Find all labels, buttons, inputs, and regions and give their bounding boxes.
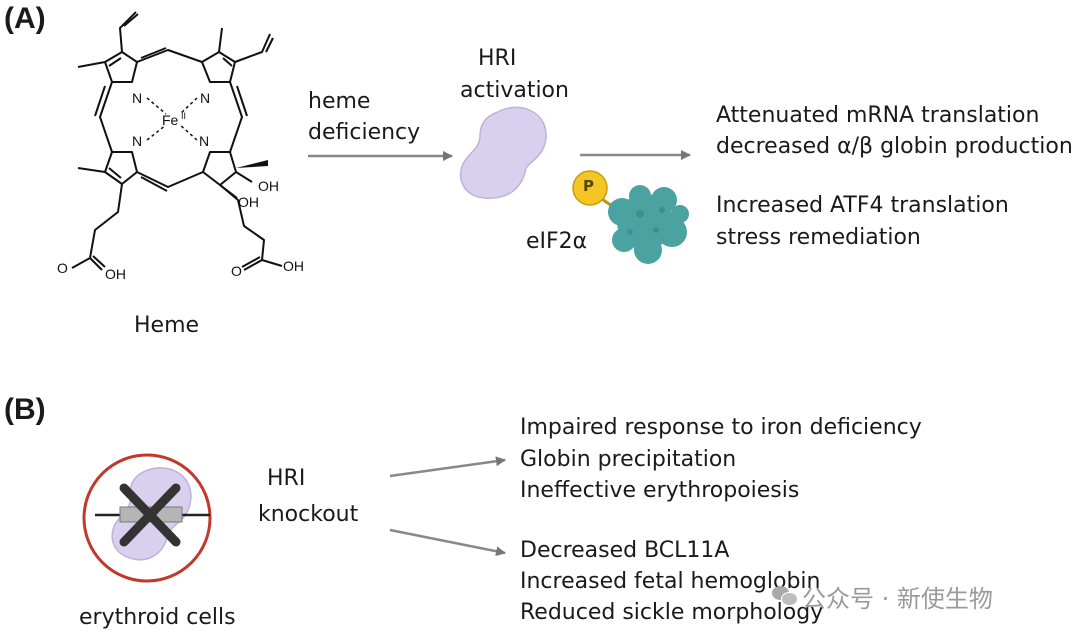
outcome-b1-line-3: Ineffective erythropoiesis — [520, 478, 800, 503]
hri-enzyme-icon — [459, 106, 547, 199]
atom-o: O — [57, 260, 68, 276]
trigger-line-2: deficiency — [308, 120, 421, 145]
outcome-a2-line-2: stress remediation — [716, 225, 921, 250]
outcome-b2-line-1: Decreased BCL11A — [520, 538, 730, 563]
eif2a-label: eIF2α — [526, 229, 588, 254]
atom-fe-oxidation: II — [181, 111, 186, 121]
arrow-knockout-to-outcome-2 — [389, 528, 506, 557]
panel-b-label: (B) — [4, 393, 46, 426]
atom-n: N — [200, 90, 210, 106]
outcome-b1-line-2: Globin precipitation — [520, 447, 737, 472]
outcome-a1-line-1: Attenuated mRNA translation — [716, 103, 1040, 128]
trigger-line-1: heme — [308, 89, 371, 114]
atom-oh: OH — [258, 178, 279, 194]
atom-oh: OH — [238, 194, 259, 210]
heme-label: Heme — [134, 313, 200, 338]
atom-n: N — [199, 133, 209, 149]
perturbation-line-2: knockout — [258, 502, 359, 527]
atom-oh: OH — [105, 266, 126, 282]
panel-a-label: (A) — [4, 2, 46, 35]
atom-n: N — [132, 90, 142, 106]
outcome-a1-line-2: decreased α/β globin production — [716, 134, 1073, 159]
outcome-a2-line-1: Increased ATF4 translation — [716, 193, 1009, 218]
eif2a-texture — [627, 207, 665, 235]
atom-fe: Fe — [162, 112, 179, 128]
hri-label-line-2: activation — [460, 78, 569, 103]
perturbation-line-1: HRI — [267, 466, 306, 491]
knockout-x-icon — [119, 483, 181, 547]
atom-oh: OH — [283, 258, 304, 274]
phosphate-icon — [572, 170, 608, 206]
eif2a-protein-icon — [608, 185, 689, 264]
atom-n: N — [132, 133, 142, 149]
phosphate-label: P — [583, 177, 594, 195]
outcome-b2-line-3: Reduced sickle morphology — [520, 600, 824, 625]
hri-label-line-1: HRI — [478, 46, 517, 71]
arrow-knockout-to-outcome-1 — [389, 456, 506, 478]
outcome-b2-line-2: Increased fetal hemoglobin — [520, 569, 821, 594]
heme-structure — [71, 11, 283, 271]
watermark: 公众号 · 新使生物 — [802, 585, 993, 613]
outcome-b1-line-1: Impaired response to iron deficiency — [520, 415, 922, 440]
wechat-icon — [772, 584, 798, 606]
erythroid-cells-label: erythroid cells — [79, 605, 236, 630]
wedge-bond — [236, 160, 268, 168]
heme-atom-labels: N N N N Fe II OH OH O OH O OH — [57, 90, 304, 282]
atom-o: O — [231, 263, 242, 279]
